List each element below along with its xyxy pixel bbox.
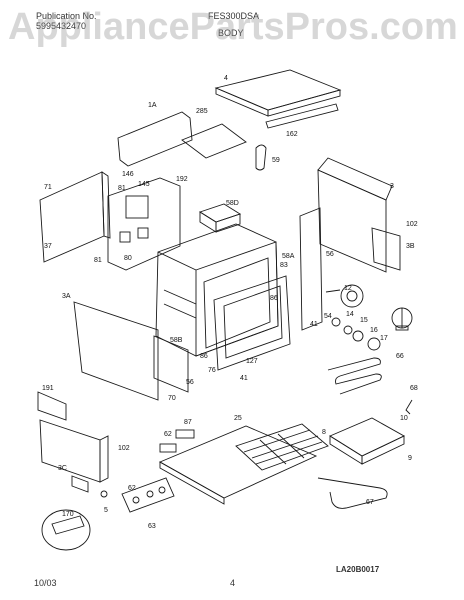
part-callout-3B: 3B xyxy=(406,243,415,250)
part-callout-58A: 58A xyxy=(282,253,295,260)
part-callout-54: 54 xyxy=(324,313,332,320)
part-callout-14: 14 xyxy=(346,311,354,318)
part-callout-80: 80 xyxy=(124,255,132,262)
part-callout-12: 12 xyxy=(344,285,352,292)
control-bracket-part xyxy=(107,177,181,271)
bake-element-part xyxy=(327,357,382,395)
part-callout-67: 67 xyxy=(366,499,374,506)
part-callout-83: 83 xyxy=(280,262,288,269)
publication-number: 5995432470 xyxy=(36,21,87,31)
cooktop-part xyxy=(214,69,342,117)
front-lower-panel-part xyxy=(153,335,189,393)
part-callout-25: 25 xyxy=(234,415,242,422)
part-callout-56: 56 xyxy=(326,251,334,258)
part-callout-70: 70 xyxy=(168,395,176,402)
terminal-block-part xyxy=(121,477,175,513)
page-number: 4 xyxy=(230,578,236,588)
model-number: FES300DSA xyxy=(208,11,260,21)
drawer-base-part xyxy=(158,425,318,505)
part-callout-9: 9 xyxy=(408,455,412,462)
drawer-bracket-part xyxy=(71,475,108,498)
part-callout-162: 162 xyxy=(286,131,298,138)
part-callout-285: 285 xyxy=(196,108,208,115)
part-callout-8: 8 xyxy=(322,429,326,436)
part-callout-87: 87 xyxy=(184,419,192,426)
oven-insulation-block xyxy=(198,203,242,233)
part-callout-15: 15 xyxy=(360,317,368,324)
part-callout-58D: 58D xyxy=(226,200,239,207)
part-callout-62: 62 xyxy=(164,431,172,438)
part-callout-10: 10 xyxy=(400,415,408,422)
part-callout-192: 192 xyxy=(176,176,188,183)
part-callout-59: 59 xyxy=(272,157,280,164)
right-side-panel-part xyxy=(299,207,323,331)
part-callout-3A: 3A xyxy=(62,293,71,300)
top-panel-part xyxy=(117,111,193,167)
bottom-frame-part xyxy=(39,419,109,483)
leveling-leg-part xyxy=(391,307,413,331)
part-callout-62: 62 xyxy=(128,485,136,492)
part-callout-16: 16 xyxy=(370,327,378,334)
part-callout-41: 41 xyxy=(240,375,248,382)
part-callout-170: 170 xyxy=(62,511,74,518)
switch-parts xyxy=(159,429,195,453)
part-callout-145: 145 xyxy=(138,181,150,188)
lower-side-panel-part xyxy=(73,301,159,401)
publication-label: Publication No. xyxy=(36,11,97,21)
part-callout-102: 102 xyxy=(118,445,130,452)
part-callout-86: 86 xyxy=(270,295,278,302)
footer-date: 10/03 xyxy=(34,578,57,588)
part-callout-56: 56 xyxy=(186,379,194,386)
sensor-parts xyxy=(331,317,381,351)
part-callout-76: 76 xyxy=(208,367,216,374)
foot-part xyxy=(41,509,91,551)
part-callout-1A: 1A xyxy=(148,102,157,109)
part-callout-58B: 58B xyxy=(170,337,183,344)
part-callout-5: 5 xyxy=(104,507,108,514)
rear-trim-part xyxy=(265,103,339,129)
back-panel-part xyxy=(317,157,401,273)
front-frame-part xyxy=(213,275,291,371)
part-callout-68: 68 xyxy=(410,385,418,392)
bracket-191-part xyxy=(37,391,67,421)
part-callout-66: 66 xyxy=(396,353,404,360)
vent-tube-part xyxy=(255,144,267,171)
part-callout-37: 37 xyxy=(44,243,52,250)
figure-code: LA20B0017 xyxy=(336,565,380,574)
handle-part xyxy=(405,399,413,415)
left-side-panel-part xyxy=(39,171,111,263)
part-callout-63: 63 xyxy=(148,523,156,530)
part-callout-4: 4 xyxy=(224,75,228,82)
section-title: BODY xyxy=(218,28,244,38)
part-callout-81: 81 xyxy=(94,257,102,264)
part-callout-146: 146 xyxy=(122,171,134,178)
part-callout-81: 81 xyxy=(118,185,126,192)
broiler-pan-part xyxy=(329,417,405,465)
oven-light-part xyxy=(325,284,364,308)
part-callout-71: 71 xyxy=(44,184,52,191)
oven-rack-part xyxy=(235,423,329,471)
part-callout-127: 127 xyxy=(246,358,258,365)
part-callout-17: 17 xyxy=(380,335,388,342)
part-callout-86: 86 xyxy=(200,353,208,360)
insulation-part xyxy=(181,123,247,159)
part-callout-3C: 3C xyxy=(58,465,67,472)
watermark-text: AppliancePartsPros.com xyxy=(8,6,458,48)
part-callout-3: 3 xyxy=(390,183,394,190)
part-callout-102: 102 xyxy=(406,221,418,228)
part-callout-191: 191 xyxy=(42,385,54,392)
oven-cavity-part xyxy=(155,223,279,357)
part-callout-41: 41 xyxy=(310,321,318,328)
broil-element-part xyxy=(317,477,388,509)
